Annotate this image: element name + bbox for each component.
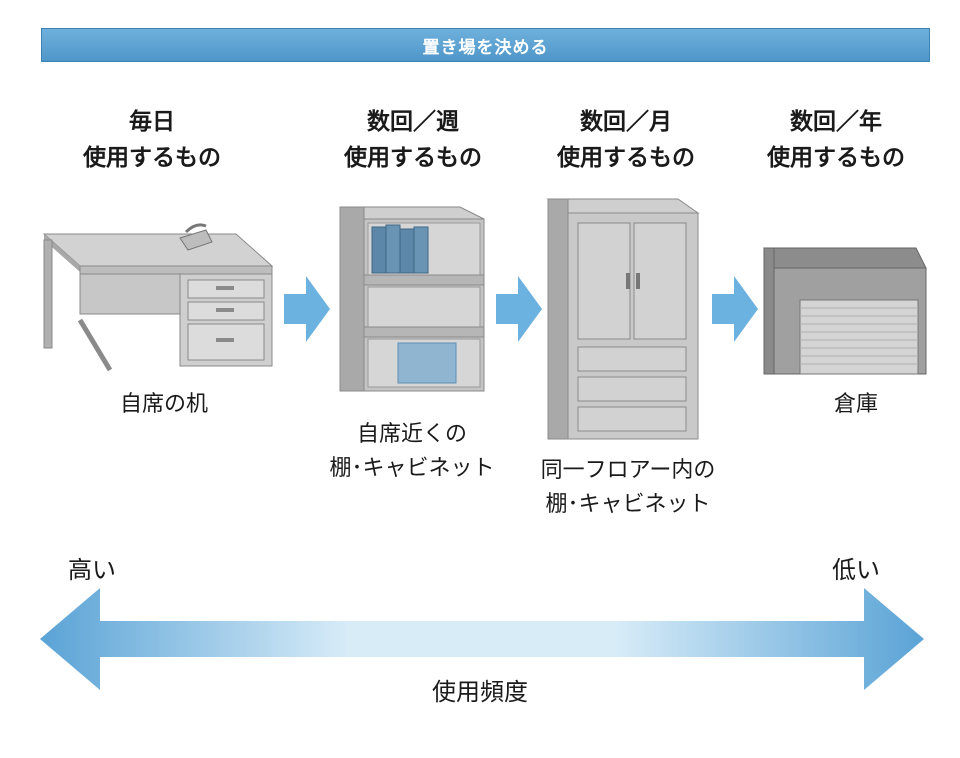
frequency-line: 使用するもの: [557, 145, 695, 171]
frequency-line: 数回／年: [790, 109, 882, 135]
double-arrow-icon: [40, 588, 924, 690]
frequency-heading-daily: 毎日 使用するもの: [42, 104, 262, 176]
location-line: 自席の机: [119, 392, 208, 417]
frequency-heading-monthly: 数回／月 使用するもの: [516, 104, 736, 176]
scale-high-label: 高い: [68, 556, 116, 584]
location-line: 同一フロアー内の: [540, 458, 716, 483]
banner-title: 置き場を決める: [422, 37, 549, 58]
frequency-line: 使用するもの: [83, 145, 221, 171]
location-line: 自席近くの: [356, 422, 467, 447]
location-line: 倉庫: [833, 392, 878, 417]
cabinet-illustration: [546, 198, 700, 440]
frequency-heading-weekly: 数回／週 使用するもの: [303, 104, 523, 176]
location-line: 棚･キャビネット: [545, 492, 711, 517]
frequency-line: 毎日: [129, 109, 175, 135]
frequency-line: 数回／週: [367, 109, 459, 135]
scale-low-label: 低い: [832, 556, 880, 584]
frequency-line: 使用するもの: [344, 145, 482, 171]
arrow-right-icon: [712, 276, 758, 342]
location-line: 棚･キャビネット: [329, 456, 495, 481]
frequency-line: 数回／月: [580, 109, 672, 135]
location-caption-warehouse: 倉庫: [736, 388, 960, 422]
frequency-heading-yearly: 数回／年 使用するもの: [726, 104, 946, 176]
title-banner: 置き場を決める: [41, 28, 930, 62]
warehouse-illustration: [763, 247, 927, 375]
location-caption-desk: 自席の机: [44, 388, 284, 422]
location-caption-cabinet: 同一フロアー内の 棚･キャビネット: [508, 454, 748, 522]
location-caption-shelf: 自席近くの 棚･キャビネット: [292, 418, 532, 486]
shelf-illustration: [339, 206, 485, 392]
axis-label: 使用頻度: [432, 678, 528, 706]
arrow-right-icon: [284, 276, 330, 342]
desk-illustration: [42, 223, 274, 372]
arrow-right-icon: [496, 276, 542, 342]
frequency-line: 使用するもの: [767, 145, 905, 171]
